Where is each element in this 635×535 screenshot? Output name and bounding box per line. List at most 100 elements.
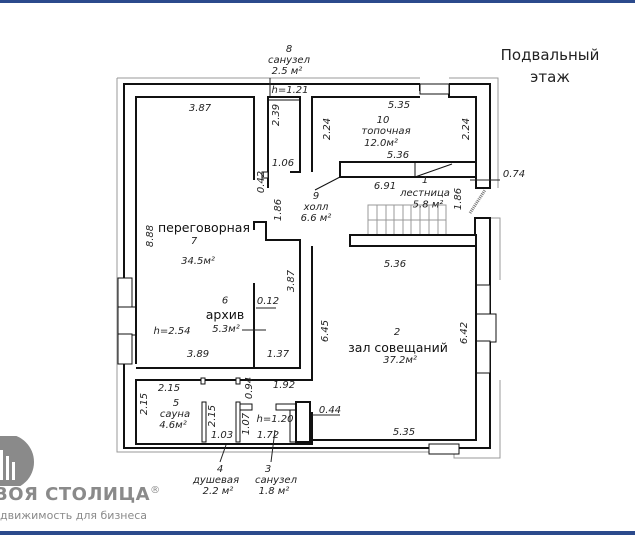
dim-meeting-top: 3.87	[189, 103, 212, 114]
dim-shower-094: 0.94	[244, 377, 255, 399]
room-6-number: 6	[222, 296, 228, 307]
dim-conf-bottom: 5.35	[393, 427, 415, 438]
dim-stair-186: 1.86	[453, 188, 464, 210]
brand-tagline: движимость для бизнеса	[0, 509, 148, 522]
room-9-label: 9 холл 6.6 м²	[301, 191, 332, 224]
registered-mark: ®	[150, 485, 161, 496]
wet-rooms-walls	[200, 377, 311, 443]
floor-title-line2: этаж	[530, 68, 570, 86]
room-10-number: 10	[377, 115, 390, 126]
room-7-number: 7	[191, 236, 198, 247]
room-7-name: переговорная	[158, 220, 250, 235]
room-5-name: сауна	[160, 409, 190, 420]
dim-sauna-top: 2.15	[158, 383, 180, 394]
outer-outline	[116, 77, 501, 459]
leader-lines	[219, 78, 500, 463]
dim-boiler-left: 2.24	[322, 118, 333, 140]
room-1-area: 5.8 м²	[413, 199, 444, 210]
room-4-area: 2.2 м²	[203, 486, 234, 497]
dim-conf-top: 5.36	[384, 259, 406, 270]
dim-archive-bottom-left: 3.89	[187, 349, 209, 360]
room-4-name: душевая	[192, 475, 239, 486]
window-right-3	[475, 340, 491, 374]
brand-logo-icon	[0, 436, 34, 486]
meeting-room-walls	[135, 96, 301, 369]
dim-meeting-height: h=2.54	[154, 326, 191, 337]
window-right-1	[475, 284, 491, 316]
dim-shower-107: 1.07	[241, 412, 252, 435]
room-10-name: топочная	[361, 126, 410, 137]
window-right-2	[475, 313, 497, 343]
room-5-label: 5 сауна 4.6м²	[159, 398, 190, 431]
room-3-name: санузел	[255, 475, 298, 486]
room-9-name: холл	[303, 202, 329, 213]
dim-wc3-height: h=1.20	[257, 414, 294, 425]
room-10-area: 12.0м²	[364, 138, 398, 149]
room-7-label: переговорная 7 34.5м²	[158, 220, 250, 267]
dim-wc8-bottom: 1.06	[272, 158, 294, 169]
dim-wc8-small: 0.42	[256, 171, 267, 193]
room-1-label: 1 лестница 5.8 м²	[399, 175, 450, 210]
room-4-number: 4	[217, 464, 223, 475]
dim-archive-bottom-right: 1.37	[267, 349, 290, 360]
dim-meeting-left: 8.88	[145, 225, 156, 247]
window-bottom	[428, 443, 460, 455]
dim-conf-left: 6.45	[320, 320, 331, 342]
room-1-number: 1	[422, 175, 428, 186]
room-2-number: 2	[394, 327, 400, 338]
window-top	[419, 83, 450, 95]
dimension-labels: 3.87 h=1.21 2.39 1.06 0.42 5.35 2.24 2.2…	[139, 85, 525, 441]
dim-boiler-top: 5.35	[388, 100, 410, 111]
conference-room-walls	[135, 246, 477, 445]
brand-name-text: ВОЯ СТОЛИЦА	[0, 484, 151, 505]
dim-conf-044: 0.44	[319, 405, 341, 416]
room-6-area: 5.3м²	[212, 324, 239, 335]
room-8-name: санузел	[268, 55, 311, 66]
room-4-label: 4 душевая 2.2 м²	[192, 464, 239, 497]
dim-stair-691: 6.91	[374, 181, 396, 192]
room-6-name: архив	[206, 307, 244, 322]
wc8-walls	[261, 96, 301, 188]
dim-archive-right: 3.87	[286, 269, 297, 292]
dim-wc8-side: 2.39	[271, 104, 282, 126]
dim-hall-186: 1.86	[273, 199, 284, 221]
room-8-area: 2.5 м²	[272, 66, 303, 77]
room-2-area: 37.2м²	[383, 355, 417, 366]
room-2-label: 2 зал совещаний 37.2м²	[348, 327, 448, 366]
dim-exterior-074: 0.74	[503, 169, 525, 180]
room-1-name: лестница	[399, 188, 450, 199]
bottom-accent-bar	[0, 531, 635, 535]
window-left-1	[117, 277, 133, 309]
room-5-area: 4.6м²	[159, 420, 186, 431]
room-6-label: 6 архив 5.3м²	[206, 296, 244, 335]
staircase	[349, 189, 487, 247]
room-9-area: 6.6 м²	[301, 213, 332, 224]
room-7-area: 34.5м²	[181, 256, 215, 267]
room-2-name: зал совещаний	[348, 340, 448, 355]
window-left-2	[117, 306, 137, 336]
dim-shower-side: 2.15	[207, 405, 218, 427]
boiler-room-walls	[311, 96, 477, 191]
dim-sauna-left: 2.15	[139, 393, 150, 415]
dim-archive-012: 0.12	[257, 296, 279, 307]
floor-title-line1: Подвальный	[500, 46, 600, 64]
dim-shower-bottom: 1.03	[211, 430, 233, 441]
top-accent-bar	[0, 0, 635, 3]
room-9-number: 9	[313, 191, 319, 202]
dim-wc3-top: 1.92	[273, 380, 295, 391]
room-5-number: 5	[173, 398, 179, 409]
room-3-area: 1.8 м²	[259, 486, 290, 497]
dim-wc8-height: h=1.21	[272, 85, 309, 96]
floor-title: Подвальный этаж	[490, 44, 610, 88]
dim-wc3-bottom: 1.72	[257, 430, 279, 441]
dim-boiler-right: 2.24	[461, 118, 472, 140]
room-3-number: 3	[265, 464, 271, 475]
window-left-3	[117, 333, 133, 365]
room-8-number: 8	[286, 44, 292, 55]
dim-boiler-bottom: 5.36	[387, 150, 409, 161]
room-8-label: 8 санузел 2.5 м²	[268, 44, 311, 77]
brand-name: ВОЯ СТОЛИЦА®	[0, 484, 161, 505]
dim-conf-right: 6.42	[459, 322, 470, 344]
room-10-label: 10 топочная 12.0м²	[361, 115, 410, 149]
